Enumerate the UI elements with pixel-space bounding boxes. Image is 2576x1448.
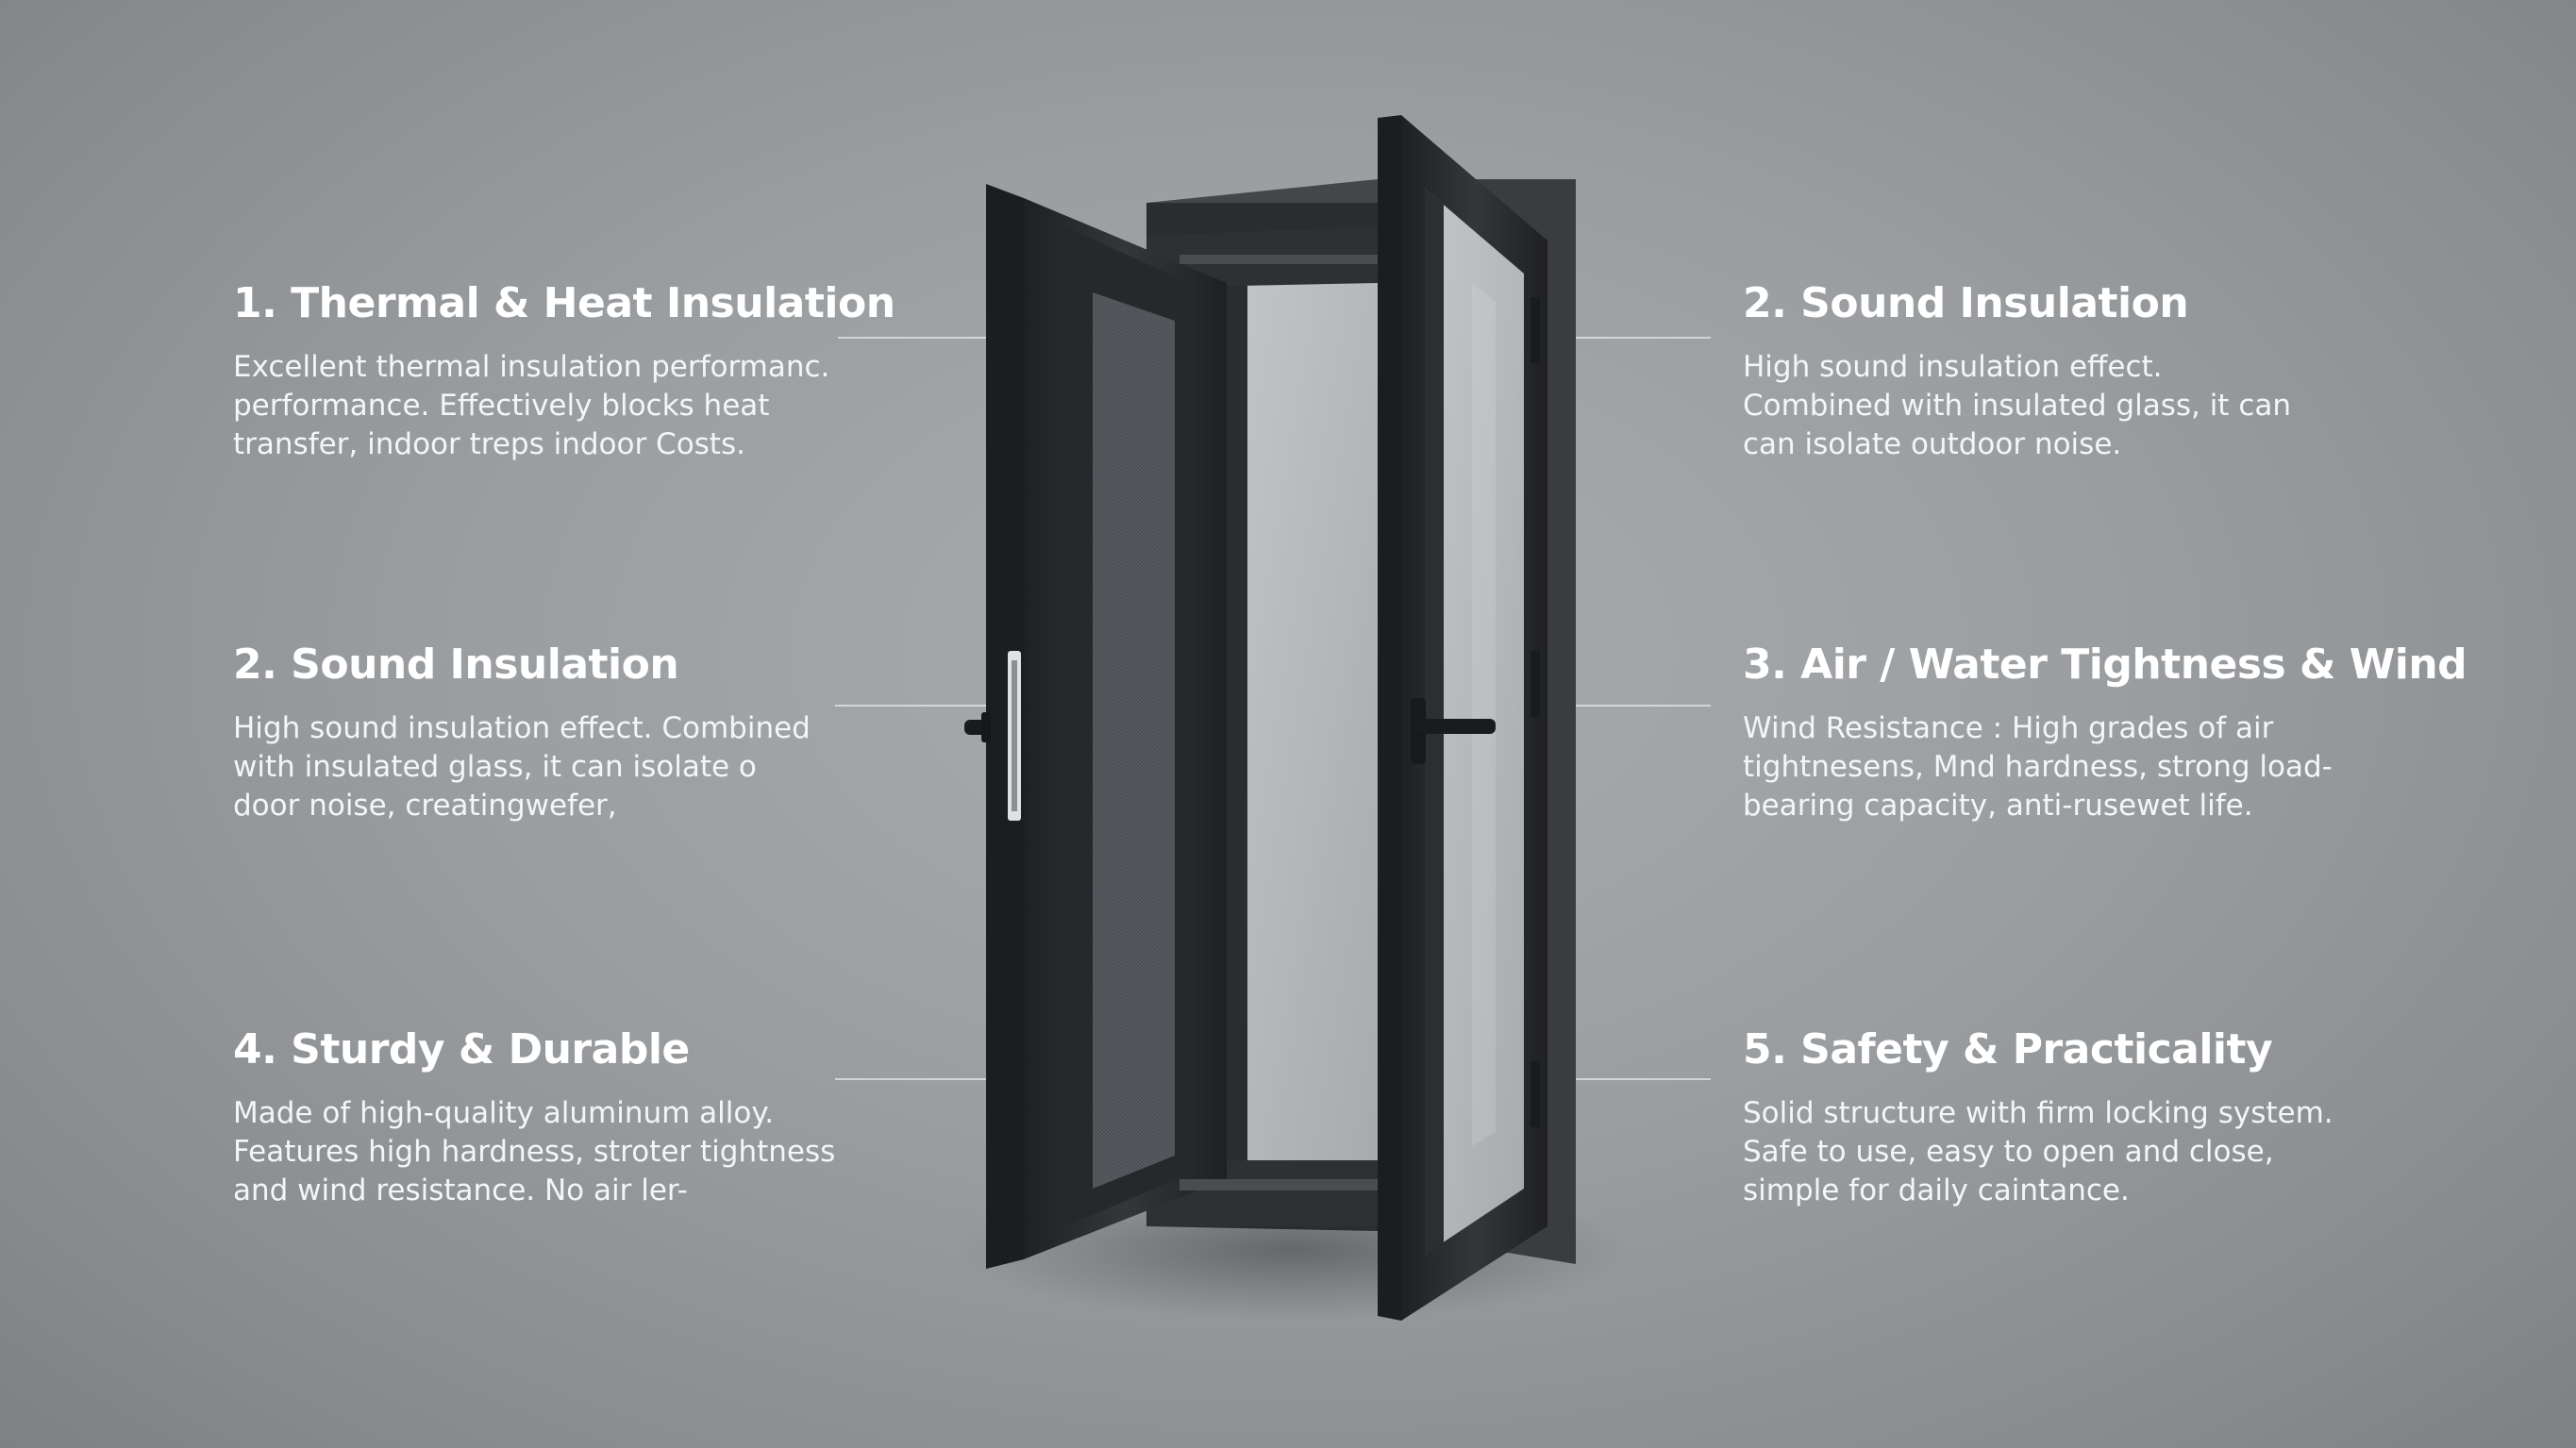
connector-line-sturdy <box>835 1078 986 1080</box>
door-handle-icon <box>1411 698 1496 764</box>
feature-title: 2. Sound Insulation <box>1743 279 2189 327</box>
feature-line: performance. Effectively blocks heat <box>233 389 770 423</box>
feature-sound-insulation-right: 2. Sound Insulation High sound insulatio… <box>1743 279 2403 464</box>
feature-description: Wind Resistance : High grades of air tig… <box>1743 709 2403 825</box>
feature-description: High sound insulation effect. Combined w… <box>1743 348 2403 464</box>
door-handle-icon <box>964 712 991 742</box>
glass-sash <box>1378 115 1547 1321</box>
feature-air-water-tightness: 3. Air / Water Tightness & Wind Wind Res… <box>1743 641 2467 825</box>
feature-line: Made of high-quality aluminum alloy. <box>233 1096 775 1130</box>
feature-title: 3. Air / Water Tightness & Wind <box>1743 641 2467 689</box>
feature-line: Excellent thermal insulation performanc. <box>233 350 830 384</box>
feature-sound-insulation-left: 2. Sound Insulation High sound insulatio… <box>233 641 894 825</box>
feature-title: 4. Sturdy & Durable <box>233 1025 690 1074</box>
feature-line: High sound insulation effect. Combined <box>233 711 811 745</box>
feature-line: simple for daily caintance. <box>1743 1173 2130 1207</box>
feature-line: Combined with insulated glass, it can <box>1743 389 2292 423</box>
feature-title: 2. Sound Insulation <box>233 641 679 689</box>
screen-sash <box>986 184 1227 1269</box>
feature-thermal-insulation: 1. Thermal & Heat Insulation Excellent t… <box>233 279 895 464</box>
feature-line: and wind resistance. No air ler- <box>233 1173 688 1207</box>
window-illustration <box>964 115 1576 1321</box>
connector-line-safety <box>1550 1078 1711 1080</box>
feature-line: Safe to use, easy to open and close, <box>1743 1135 2274 1169</box>
feature-line: door noise, creatingwefer, <box>233 789 617 823</box>
bottom-hinge-track <box>1179 1179 1378 1190</box>
feature-description: High sound insulation effect. Combined w… <box>233 709 894 825</box>
feature-line: Features high hardness, stroter tightnes… <box>233 1135 836 1169</box>
feature-line: High sound insulation effect. <box>1743 350 2163 384</box>
feature-line: bearing capacity, anti-rusewet life. <box>1743 789 2253 823</box>
feature-description: Excellent thermal insulation performanc.… <box>233 348 894 464</box>
feature-line: transfer, indoor treps indoor Costs. <box>233 427 745 461</box>
feature-line: with insulated glass, it can isolate o <box>233 750 757 784</box>
connector-line-sound-right <box>1555 337 1711 339</box>
feature-line: tightnesens, Mnd hardness, strong load- <box>1743 750 2333 784</box>
feature-title: 5. Safety & Practicality <box>1743 1025 2273 1074</box>
feature-description: Solid structure with firm locking system… <box>1743 1094 2403 1210</box>
feature-line: Wind Resistance : High grades of air <box>1743 711 2274 745</box>
feature-safety-practicality: 5. Safety & Practicality Solid structure… <box>1743 1025 2403 1210</box>
feature-title: 1. Thermal & Heat Insulation <box>233 279 895 327</box>
feature-description: Made of high-quality aluminum alloy. Fea… <box>233 1094 894 1210</box>
feature-line: can isolate outdoor noise. <box>1743 427 2122 461</box>
connector-line-sound-left <box>835 705 986 707</box>
top-hinge-track <box>1179 255 1378 264</box>
feature-line: Solid structure with firm locking system… <box>1743 1096 2333 1130</box>
connector-line-thermal <box>838 337 1017 339</box>
feature-sturdy-durable: 4. Sturdy & Durable Made of high-quality… <box>233 1025 894 1210</box>
connector-line-air-water <box>1527 705 1711 707</box>
